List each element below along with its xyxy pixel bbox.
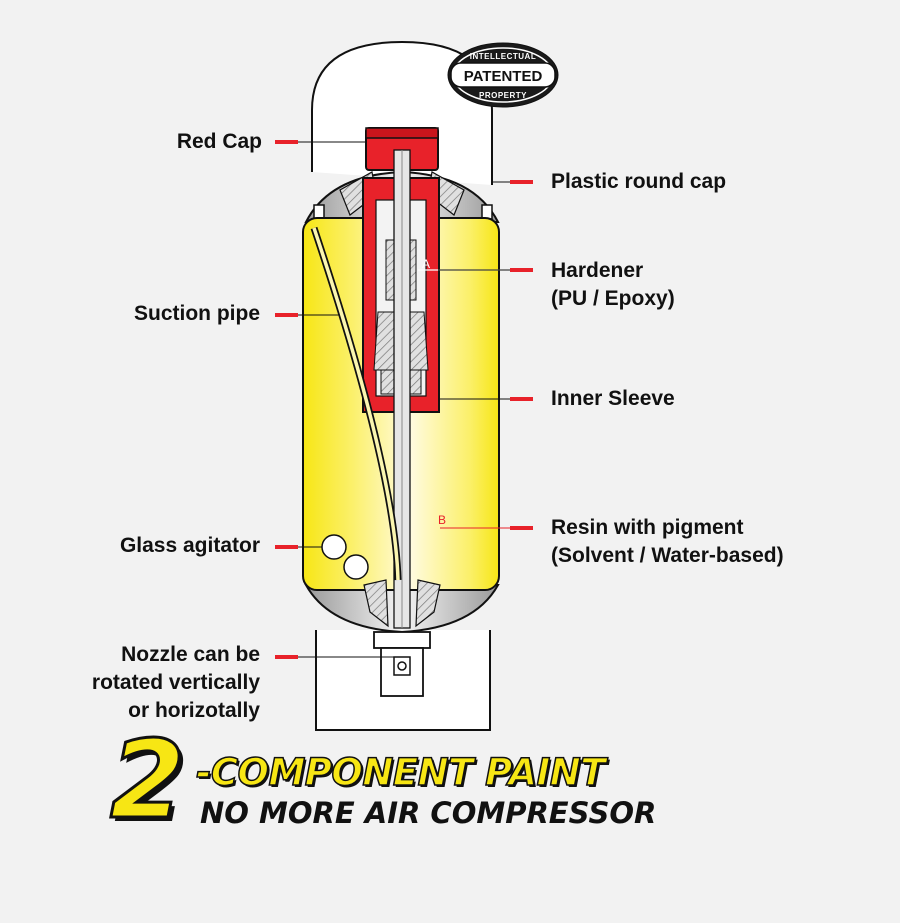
label-resin: Resin with pigment (Solvent / Water-base…	[551, 516, 784, 567]
leader-lines	[275, 140, 533, 659]
badge-top-text: INTELLECTUAL	[470, 52, 536, 61]
label-nozzle: Nozzle can be rotated vertically or hori…	[91, 643, 260, 722]
top-rim-right	[481, 204, 493, 220]
patented-badge: INTELLECTUAL PATENTED PROPERTY	[447, 42, 559, 108]
label-plastic-round-cap: Plastic round cap	[551, 170, 727, 193]
bottom-valve-seat-right	[415, 579, 441, 628]
title-line-1: -COMPONENT PAINT	[195, 751, 606, 794]
marker-a: A	[422, 257, 430, 271]
label-inner-sleeve: Inner Sleeve	[551, 387, 675, 410]
bottom-valve-seat-left	[363, 579, 389, 628]
label-hardener: Hardener (PU / Epoxy)	[551, 259, 675, 310]
red-cap-rim	[365, 127, 439, 139]
label-glass-agitator: Glass agitator	[119, 534, 260, 557]
title-number: 2	[108, 718, 186, 843]
label-suction-pipe: Suction pipe	[134, 302, 260, 325]
title-line-2: NO MORE AIR COMPRESSOR	[200, 796, 657, 830]
glass-agitator-ball-1	[321, 534, 347, 560]
nozzle-collar	[373, 631, 431, 649]
marker-b: B	[438, 513, 446, 527]
top-rim-left	[313, 204, 325, 220]
glass-agitator-ball-2	[343, 554, 369, 580]
badge-bottom-text: PROPERTY	[479, 91, 527, 100]
product-title: 2 -COMPONENT PAINT NO MORE AIR COMPRESSO…	[108, 725, 730, 836]
label-red-cap: Red Cap	[176, 130, 262, 153]
badge-center-text: PATENTED	[464, 68, 543, 85]
nozzle-hole	[397, 661, 407, 671]
